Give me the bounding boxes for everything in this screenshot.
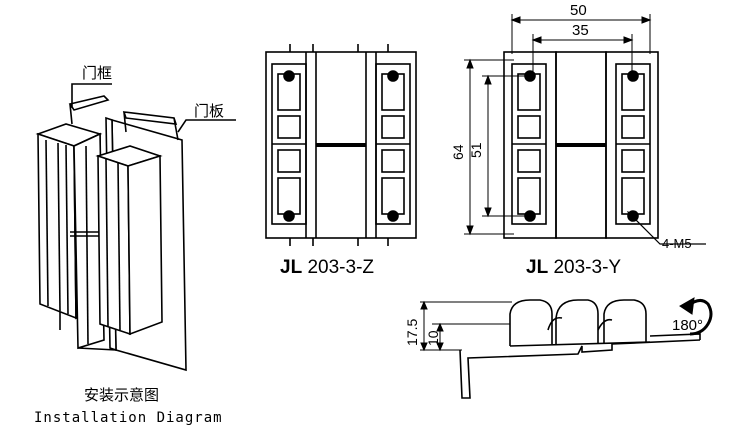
installation-title-en: Installation Diagram xyxy=(34,410,223,426)
dim-side-inner: 10 xyxy=(425,330,441,346)
model-y-label: JL 203-3-Y xyxy=(526,258,621,277)
rotation-arrow-icon xyxy=(687,299,713,336)
dim-overall-width: 50 xyxy=(570,2,587,19)
door-frame-label: 门框 xyxy=(82,64,113,82)
z-left-plate xyxy=(271,63,307,225)
model-y-prefix: JL xyxy=(526,257,549,278)
dim-hole-spacing-x: 35 xyxy=(572,22,589,39)
dim-side-height: 17.5 xyxy=(404,318,420,346)
hinge-side-view xyxy=(420,297,713,399)
installation-title-cn: 安装示意图 xyxy=(84,386,160,404)
rotation-label: 180° xyxy=(672,317,704,334)
z-right-plate xyxy=(375,63,411,225)
installation-perspective-view xyxy=(35,83,236,372)
model-z-prefix: JL xyxy=(280,257,303,278)
model-y-code: 203-3-Y xyxy=(553,257,622,278)
dim-overall-height: 64 xyxy=(450,144,466,160)
y-left-plate xyxy=(511,63,547,225)
model-z-code: 203-3-Z xyxy=(307,257,374,278)
model-z-label: JL 203-3-Z xyxy=(280,258,374,277)
door-panel-label: 门板 xyxy=(194,102,225,120)
hinge-y-front-view xyxy=(464,14,706,245)
screw-label: 4-M5 xyxy=(662,236,692,251)
y-right-plate xyxy=(615,63,651,225)
hinge-z-front-view xyxy=(265,44,417,246)
dim-hole-spacing-y: 51 xyxy=(468,142,484,158)
